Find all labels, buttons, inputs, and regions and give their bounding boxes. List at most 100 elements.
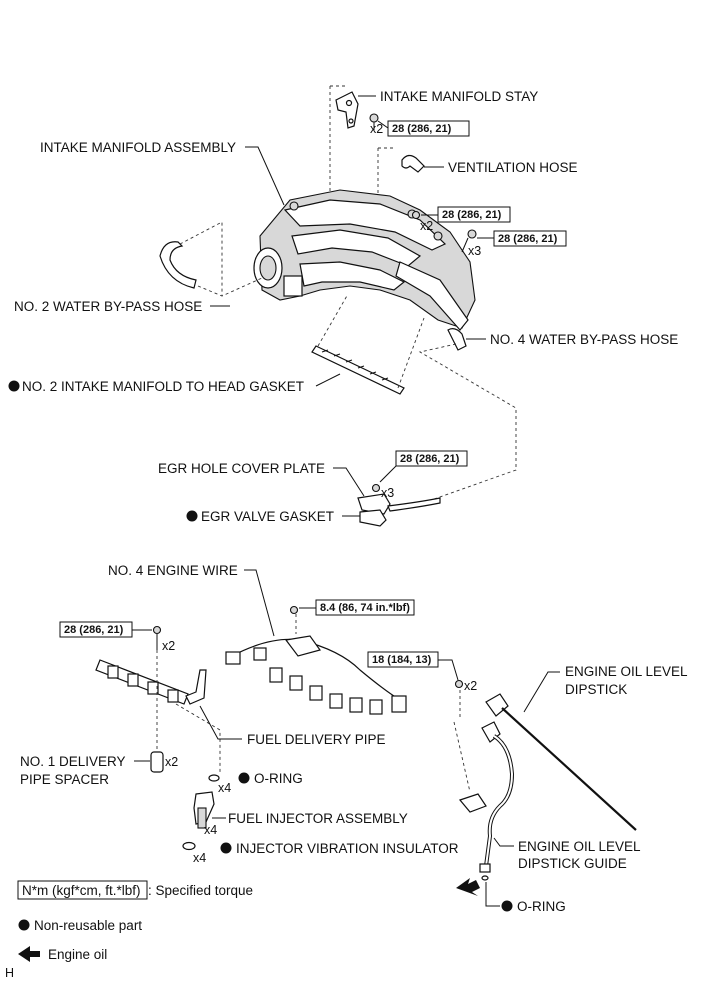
torque-box-egr — [395, 450, 468, 467]
qty-dipstick-guide: x2 — [464, 679, 477, 693]
label-fuel-delivery-pipe: FUEL DELIVERY PIPE — [247, 732, 386, 747]
engine-oil-level-dipstick-guide — [458, 721, 515, 873]
leader-delivery-pipe — [199, 705, 242, 740]
torque-dipstick-guide: 18 (184, 13) — [372, 654, 432, 666]
legend-torque-unit: N*m (kgf*cm, ft.*lbf) — [22, 883, 141, 898]
torque-manifold-a: 28 (286, 21) — [442, 209, 502, 221]
label-no2-water-bypass-hose: NO. 2 WATER BY-PASS HOSE — [14, 299, 202, 314]
label-intake-manifold-stay: INTAKE MANIFOLD STAY — [380, 89, 538, 104]
label-injector-vibration-insulator: INJECTOR VIBRATION INSULATOR — [236, 841, 459, 856]
engine-oil-level-dipstick — [485, 693, 637, 831]
torque-stay: 28 (286, 21) — [392, 123, 452, 135]
leader-dipstick-guide — [493, 837, 514, 847]
qty-o-ring: x4 — [218, 781, 231, 795]
non-reusable-dot-insulator — [220, 842, 232, 854]
non-reusable-dot-o-ring-2 — [501, 900, 513, 912]
label-engine-oil-level-dipstick-2: DIPSTICK — [565, 682, 627, 697]
qty-insulator: x4 — [193, 851, 206, 865]
corner-mark: H — [5, 966, 14, 980]
leader-torque-guide — [438, 659, 459, 681]
ventilation-hose — [401, 154, 425, 173]
no4-water-bypass-hose — [447, 328, 467, 351]
dipstick-guide-o-ring — [481, 875, 489, 881]
leader-stay-torque — [377, 120, 389, 129]
egr-bolt — [371, 483, 381, 493]
leader-o-ring-2 — [485, 882, 500, 907]
non-reusable-dot-o-ring — [238, 772, 250, 784]
qty-delivery-pipe: x2 — [162, 639, 175, 653]
qty-injector: x4 — [204, 823, 217, 837]
no4-engine-wire — [225, 635, 407, 715]
torque-egr: 28 (286, 21) — [400, 453, 460, 465]
torque-delivery-pipe: 28 (286, 21) — [64, 624, 124, 636]
qty-spacer: x2 — [165, 755, 178, 769]
label-no4-engine-wire: NO. 4 ENGINE WIRE — [108, 563, 238, 578]
dash-gasket2 — [397, 317, 425, 389]
engine-oil-arrow-icon — [456, 878, 480, 896]
label-dipstick-guide-1: ENGINE OIL LEVEL — [518, 839, 641, 854]
label-engine-oil-level-dipstick-1: ENGINE OIL LEVEL — [565, 664, 688, 679]
leader-torque-egr — [379, 465, 397, 483]
torque-engine-wire: 8.4 (86, 74 in.*lbf) — [320, 602, 410, 614]
egr-valve-gasket — [359, 509, 387, 527]
no2-intake-manifold-gasket — [311, 345, 405, 395]
injector-vibration-insulator — [182, 841, 196, 851]
manifold-bolt-a — [411, 210, 421, 220]
no2-water-bypass-hose — [159, 241, 197, 289]
delivery-pipe-bolt — [152, 625, 162, 650]
torque-box-engine-wire — [315, 599, 415, 616]
legend-non-reusable-dot — [18, 919, 30, 931]
non-reusable-dot-gasket — [8, 380, 20, 392]
label-egr-hole-cover-plate: EGR HOLE COVER PLATE — [158, 461, 325, 476]
label-no2-intake-manifold-gasket: NO. 2 INTAKE MANIFOLD TO HEAD GASKET — [22, 379, 304, 394]
egr-hole-cover-plate — [357, 493, 441, 515]
qty-egr: x3 — [381, 486, 394, 500]
non-reusable-dot-egr — [186, 510, 198, 522]
manifold-bolt-b — [461, 229, 477, 253]
leader-dipstick — [523, 671, 560, 713]
legend-non-reusable: Non-reusable part — [34, 918, 142, 933]
torque-manifold-b: 28 (286, 21) — [498, 233, 558, 245]
leader-gasket — [315, 373, 341, 387]
label-o-ring: O-RING — [254, 771, 303, 786]
legend-engine-oil-arrow-icon — [18, 946, 40, 962]
engine-wire-bolt — [289, 605, 299, 615]
dash-pipe2 — [175, 703, 221, 772]
legend-torque-desc: : Specified torque — [148, 883, 253, 898]
intake-manifold-assembly — [253, 189, 476, 331]
torque-box-manifold-b — [493, 230, 567, 247]
label-no1-delivery-pipe-spacer-2: PIPE SPACER — [20, 772, 109, 787]
qty-manifold-a: x2 — [420, 219, 433, 233]
torque-box-stay — [387, 120, 470, 137]
dash-hose2b — [197, 277, 263, 297]
fuel-delivery-pipe — [95, 659, 207, 705]
label-egr-valve-gasket: EGR VALVE GASKET — [201, 509, 334, 524]
dipstick-guide-bolt — [454, 679, 464, 689]
label-intake-manifold-assembly: INTAKE MANIFOLD ASSEMBLY — [40, 140, 236, 155]
qty-stay: x2 — [370, 122, 383, 136]
label-no4-water-bypass-hose: NO. 4 WATER BY-PASS HOSE — [490, 332, 678, 347]
intake-manifold-stay — [335, 91, 359, 129]
legend-engine-oil: Engine oil — [48, 947, 107, 962]
dash-guide — [453, 690, 471, 793]
label-no1-delivery-pipe-spacer-1: NO. 1 DELIVERY — [20, 754, 126, 769]
dash-egr-route — [418, 343, 517, 505]
label-dipstick-guide-2: DIPSTICK GUIDE — [518, 856, 627, 871]
label-fuel-injector-assembly: FUEL INJECTOR ASSEMBLY — [228, 811, 408, 826]
dash-hose2a — [179, 221, 223, 296]
label-ventilation-hose: VENTILATION HOSE — [448, 160, 578, 175]
no1-delivery-pipe-spacer — [150, 751, 164, 773]
fuel-injector-assembly — [193, 791, 215, 829]
legend-torque-box — [17, 880, 148, 900]
leader-intake-manifold — [245, 146, 285, 206]
qty-manifold-b: x3 — [468, 244, 481, 258]
label-o-ring-2: O-RING — [517, 899, 566, 914]
leader-egr-cover — [333, 467, 365, 497]
leader-engine-wire — [244, 569, 275, 637]
torque-box-manifold-a — [437, 206, 511, 223]
injector-o-ring — [208, 774, 220, 782]
stay-bolt — [369, 113, 379, 130]
dash-gasket1 — [317, 293, 349, 347]
